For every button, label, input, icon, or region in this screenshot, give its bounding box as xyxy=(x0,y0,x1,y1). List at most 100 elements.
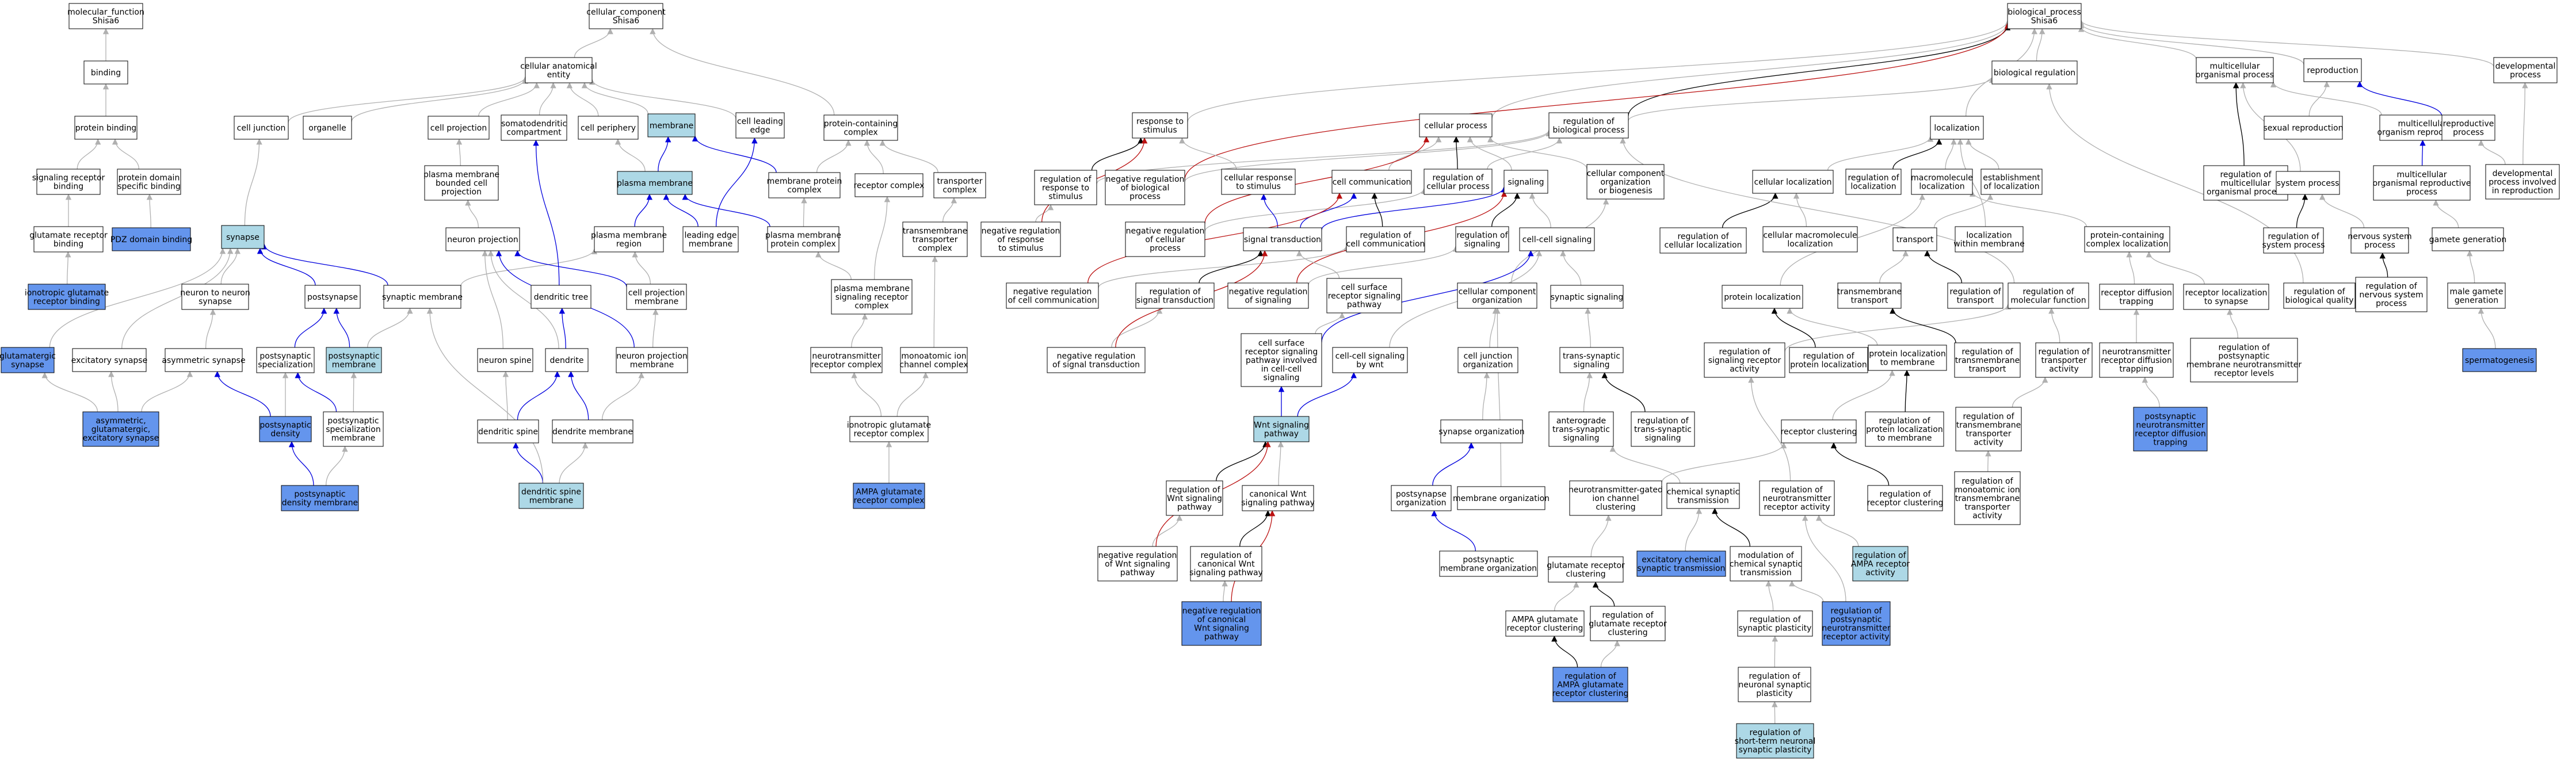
go-term-node[interactable]: neuron spine xyxy=(477,348,533,372)
go-term-node[interactable]: dendrite membrane xyxy=(552,419,633,443)
go-term-node[interactable]: localization xyxy=(1930,116,1984,140)
go-term-node[interactable]: spermatogenesis xyxy=(2462,348,2537,372)
go-term-node[interactable]: neuron projection xyxy=(445,227,520,251)
go-term-node[interactable]: cell junction xyxy=(234,116,289,140)
go-term-node[interactable]: dendritic spine xyxy=(477,419,539,443)
go-term-node[interactable]: asymmetric,glutamatergic,excitatory syna… xyxy=(82,411,159,447)
go-term-node[interactable]: protein localization xyxy=(1722,285,1803,309)
go-term-node[interactable]: binding xyxy=(83,60,128,85)
go-term-node[interactable]: receptor clustering xyxy=(1781,419,1857,443)
go-term-node[interactable]: protein binding xyxy=(74,116,138,140)
go-term-node[interactable]: cell projection xyxy=(428,116,490,140)
go-term-node[interactable]: receptor complex xyxy=(854,173,925,197)
go-term-node[interactable]: sexual reproduction xyxy=(2264,116,2344,140)
go-term-node[interactable]: dendrite xyxy=(545,348,589,372)
go-term-node[interactable]: reproduction xyxy=(2303,58,2362,82)
go-term-node[interactable]: dendritic tree xyxy=(531,285,591,309)
go-term-node[interactable]: PDZ domain binding xyxy=(110,227,192,251)
go-term-node[interactable]: synaptic signaling xyxy=(1550,285,1624,309)
go-term-node[interactable]: membrane xyxy=(647,113,696,137)
go-term-node[interactable]: cellular process xyxy=(1419,113,1493,137)
go-term-node[interactable]: synaptic membrane xyxy=(382,285,463,309)
go-term-node[interactable]: cellular localization xyxy=(1752,170,1834,194)
go-term-node[interactable]: cell periphery xyxy=(578,116,639,140)
go-term-node[interactable]: signal transduction xyxy=(1243,227,1322,251)
go-term-node[interactable]: transport xyxy=(1892,227,1937,251)
go-term-node[interactable]: postsynapse xyxy=(304,285,361,309)
go-term-node[interactable]: organelle xyxy=(303,116,352,140)
go-term-node[interactable]: signaling xyxy=(1503,170,1548,194)
go-term-node[interactable]: plasma membrane xyxy=(617,171,693,195)
